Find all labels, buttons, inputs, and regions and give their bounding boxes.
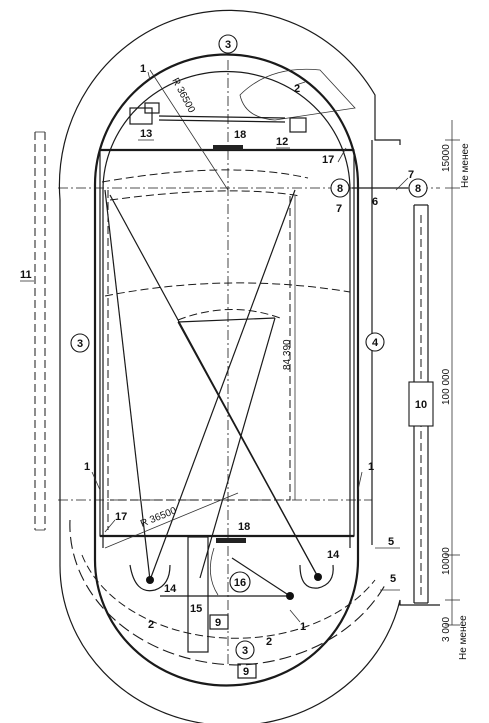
box-label-10: 10 [415, 399, 427, 411]
radius-line-bottom [104, 492, 239, 549]
circle-label-8-right: 8 [408, 178, 428, 198]
svg-text:8: 8 [415, 183, 421, 195]
box-9-a [209, 614, 229, 630]
equipment-13 [129, 102, 286, 125]
svg-text:3: 3 [242, 645, 248, 657]
shot-circle-16 [286, 592, 294, 600]
shot-line-16 [231, 557, 291, 597]
runway-15 [187, 536, 209, 653]
runway-right [408, 204, 434, 604]
circle-label-3-left: 3 [70, 333, 90, 353]
label-14-left: 14 [164, 583, 177, 595]
dim-100000: 100 000 [441, 368, 452, 405]
label-1-bottom: 1 [300, 621, 306, 633]
dashed-arc-mid [104, 282, 351, 297]
leader-2-top [295, 81, 306, 86]
circle-label-3-top: 3 [218, 34, 238, 54]
outer-boundary-bottom [59, 564, 440, 723]
scoreboard-18-bottom [216, 538, 246, 543]
dim-3000: 3 000 [441, 617, 452, 642]
arc-16 [209, 547, 219, 596]
dim-10000: 10000 [441, 547, 452, 575]
leader-17-bottom [104, 519, 116, 533]
dimension-lines-right [445, 120, 460, 626]
dim-84390: 84 390 [282, 339, 293, 370]
outer-boundary [58, 9, 401, 565]
throwing-sector-top [239, 68, 356, 121]
label-1-top: 1 [140, 63, 146, 75]
sight-lines [104, 189, 319, 581]
label-11: 11 [20, 269, 32, 281]
svg-text:3: 3 [77, 338, 83, 350]
dashed-arc-top [101, 169, 309, 183]
dashed-curve-bottom-2 [81, 554, 376, 639]
dim-not-less-top: Не менее [460, 143, 471, 188]
label-17-top: 17 [322, 154, 334, 166]
equipment-12 [289, 117, 307, 133]
track-outer-line [93, 53, 360, 687]
svg-text:3: 3 [225, 39, 231, 51]
dashed-curve-bottom [69, 519, 386, 666]
label-2-top: 2 [294, 83, 300, 95]
circle-label-16: 16 [229, 571, 251, 593]
label-7-left: 7 [336, 203, 342, 215]
circle-label-4-right: 4 [365, 332, 385, 352]
label-6: 6 [372, 196, 378, 208]
circle-label-8-left: 8 [330, 178, 350, 198]
scoreboard-18-top [213, 145, 243, 150]
label-12: 12 [276, 136, 288, 148]
label-2-bottom-left: 2 [148, 619, 154, 631]
label-5-upper: 5 [388, 536, 394, 548]
track-inner-line [102, 70, 351, 548]
label-5-lower: 5 [390, 573, 396, 585]
svg-text:16: 16 [234, 577, 246, 589]
svg-text:4: 4 [372, 337, 379, 349]
dashed-arc-lower [177, 308, 281, 321]
radius-line-top [149, 69, 229, 191]
circle-label-3-bottom: 3 [235, 640, 255, 660]
label-1-right: 1 [368, 461, 374, 473]
svg-text:8: 8 [337, 183, 343, 195]
cage-14-left [129, 564, 171, 592]
dim-15000: 15000 [441, 144, 452, 172]
dim-not-less-bottom: Не менее [458, 615, 469, 660]
dashed-arc-top2 [109, 190, 301, 201]
strip-11 [34, 131, 46, 531]
label-18-bottom: 18 [238, 521, 250, 533]
label-9-a: 9 [215, 617, 221, 629]
leaders-1 [91, 71, 363, 623]
label-13: 13 [140, 128, 152, 140]
dim-radius-top: R 36500 [169, 76, 197, 115]
label-14-right: 14 [327, 549, 340, 561]
label-15: 15 [190, 603, 202, 615]
label-2-bottom: 2 [266, 636, 272, 648]
cage-14-right [299, 564, 334, 589]
box-9-b [237, 663, 257, 679]
label-18-top: 18 [234, 129, 246, 141]
dashed-rect-inner [110, 196, 291, 501]
label-7-right: 7 [408, 169, 414, 181]
line-7 [395, 177, 409, 191]
label-9-b: 9 [243, 666, 249, 678]
svg-text:10: 10 [415, 399, 427, 411]
label-1-left: 1 [84, 461, 90, 473]
line-17-top [337, 147, 347, 163]
label-17-bottom: 17 [115, 511, 127, 523]
